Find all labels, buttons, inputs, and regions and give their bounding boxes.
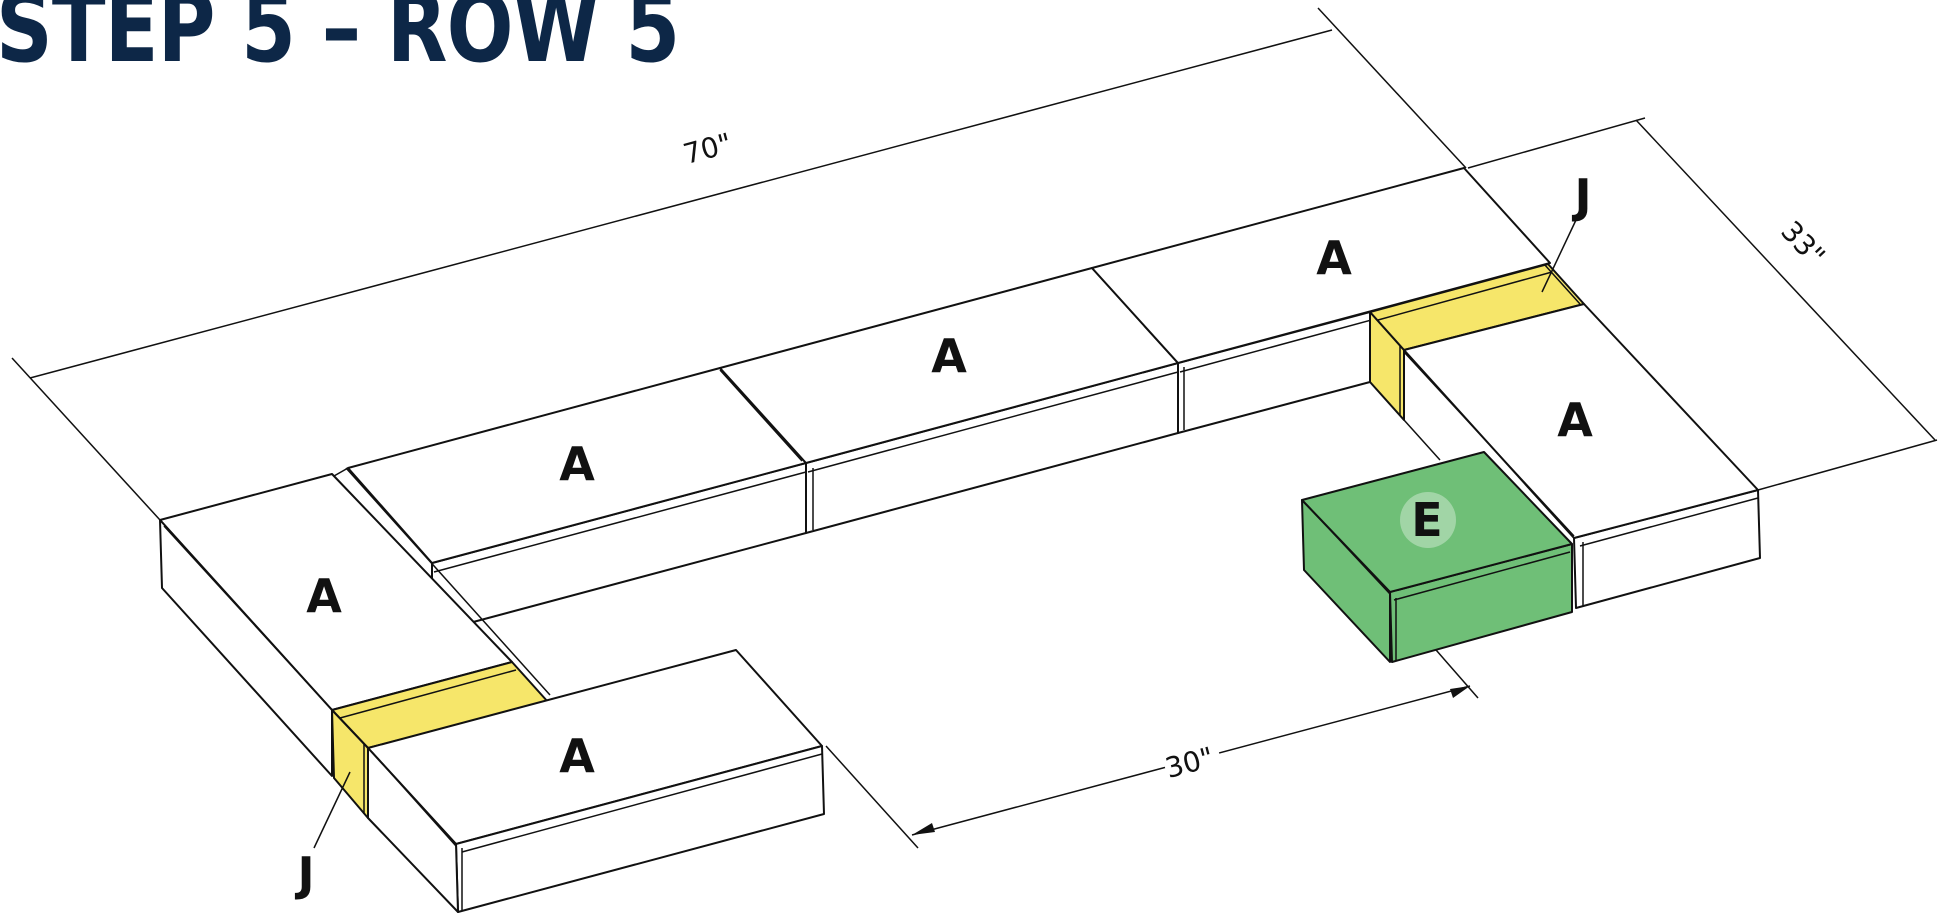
arrowhead-right	[1450, 686, 1470, 698]
extension-line-top	[1317, 7, 1467, 169]
leader-j-bottom	[313, 771, 351, 849]
label-gap	[1773, 216, 1819, 262]
label-badge	[1400, 492, 1456, 548]
label-j-top: J	[1571, 169, 1591, 223]
arrowhead-left	[912, 823, 935, 835]
block-label: A	[1316, 231, 1352, 285]
extension-line-gap-left	[825, 745, 919, 849]
extension-line-front	[1757, 439, 1938, 491]
page-title: STEP 5 – ROW 5	[0, 0, 680, 84]
block-e: E	[1301, 451, 1573, 663]
extension-line-back	[1467, 117, 1646, 169]
dimension-label-length: 70"	[680, 127, 735, 171]
block-a-back-1: A	[347, 367, 807, 634]
block-a-left: A	[159, 467, 551, 777]
leader-j-top	[1541, 219, 1577, 293]
block-label: A	[559, 437, 595, 491]
block-j-top	[1369, 263, 1585, 421]
block-label: A	[559, 729, 595, 783]
dimension-label-width: 33"	[1774, 215, 1831, 273]
block-label: A	[931, 329, 967, 383]
block-a-front: A	[367, 649, 825, 913]
dimension-line-length	[29, 29, 1333, 379]
label-j-bottom: J	[294, 847, 314, 901]
block-a-right: A	[1403, 303, 1761, 609]
block-label: E	[1411, 493, 1442, 547]
label-gap-30	[1159, 733, 1225, 787]
extension-line-left	[11, 357, 161, 521]
block-label: A	[306, 569, 342, 623]
block-label: A	[1557, 393, 1593, 447]
dimension-line-width	[1635, 119, 1936, 441]
